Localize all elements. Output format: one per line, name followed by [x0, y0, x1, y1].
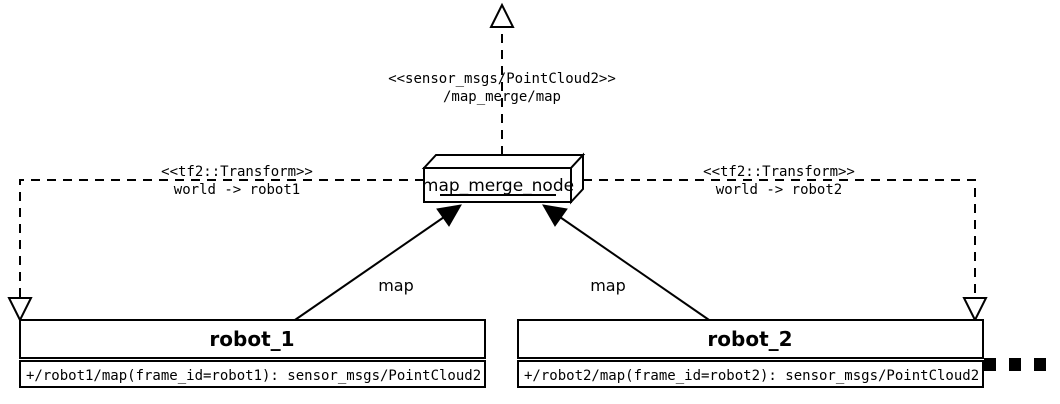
output-topic-name: /map_merge/map: [443, 89, 561, 105]
ellipsis-dot-2: [1009, 358, 1021, 371]
hollow-triangle-up-icon: [489, 2, 515, 28]
transform-right-frames: world -> robot2: [716, 182, 842, 198]
transform-left-connector: [7, 179, 424, 323]
subscription-right-line: [556, 214, 713, 323]
robot-2-title-compartment: [517, 319, 984, 359]
hollow-triangle-down-icon-right: [962, 297, 988, 323]
transform-right-connector: [583, 179, 988, 323]
hollow-triangle-down-icon-left: [7, 297, 33, 323]
map-merge-node-label: map_merge_node: [422, 176, 574, 196]
map-merge-node-box[interactable]: map_merge_node: [421, 152, 586, 205]
transform-left-frames: world -> robot1: [174, 182, 300, 198]
node-box-front-face: [423, 167, 572, 203]
subscription-left-label: map: [378, 276, 414, 295]
output-topic-stereotype: <<sensor_msgs/PointCloud2>>: [388, 71, 616, 87]
robot-2-attribute: +/robot2/map(frame_id=robot2): sensor_ms…: [524, 368, 979, 384]
robot-1-attribute: +/robot1/map(frame_id=robot1): sensor_ms…: [26, 368, 481, 384]
subscription-left-line: [291, 214, 448, 323]
robot-2-box[interactable]: robot_2 +/robot2/map(frame_id=robot2): s…: [517, 319, 984, 388]
robot-2-title: robot_2: [707, 327, 792, 351]
transform-right-stereotype: <<tf2::Transform>>: [703, 164, 855, 180]
robot-1-title-compartment: [19, 319, 486, 359]
filled-arrowhead-left-icon: [436, 204, 462, 227]
node-box-top-face: [421, 154, 586, 169]
robot-2-attribute-compartment: [517, 360, 984, 388]
more-robots-ellipsis: [984, 358, 1046, 371]
transform-right-dashed-path: [583, 179, 976, 298]
output-topic-connector: [489, 2, 515, 155]
filled-arrowhead-right-icon: [542, 204, 568, 227]
subscription-left-connector: [291, 204, 462, 323]
subscription-right-connector: [542, 204, 713, 323]
ellipsis-dot-3: [1034, 358, 1046, 371]
robot-1-box[interactable]: robot_1 +/robot1/map(frame_id=robot1): s…: [19, 319, 486, 388]
output-topic-label-group: <<sensor_msgs/PointCloud2>> /map_merge/m…: [388, 71, 616, 105]
transform-right-label-group: <<tf2::Transform>> world -> robot2: [703, 164, 855, 198]
transform-left-dashed-path: [19, 179, 424, 298]
robot-1-attribute-compartment: [19, 360, 486, 388]
ellipsis-dot-1: [984, 358, 996, 371]
transform-left-stereotype: <<tf2::Transform>>: [161, 164, 313, 180]
transform-left-label-group: <<tf2::Transform>> world -> robot1: [161, 164, 313, 198]
subscription-right-label: map: [590, 276, 626, 295]
robot-1-title: robot_1: [209, 327, 294, 351]
